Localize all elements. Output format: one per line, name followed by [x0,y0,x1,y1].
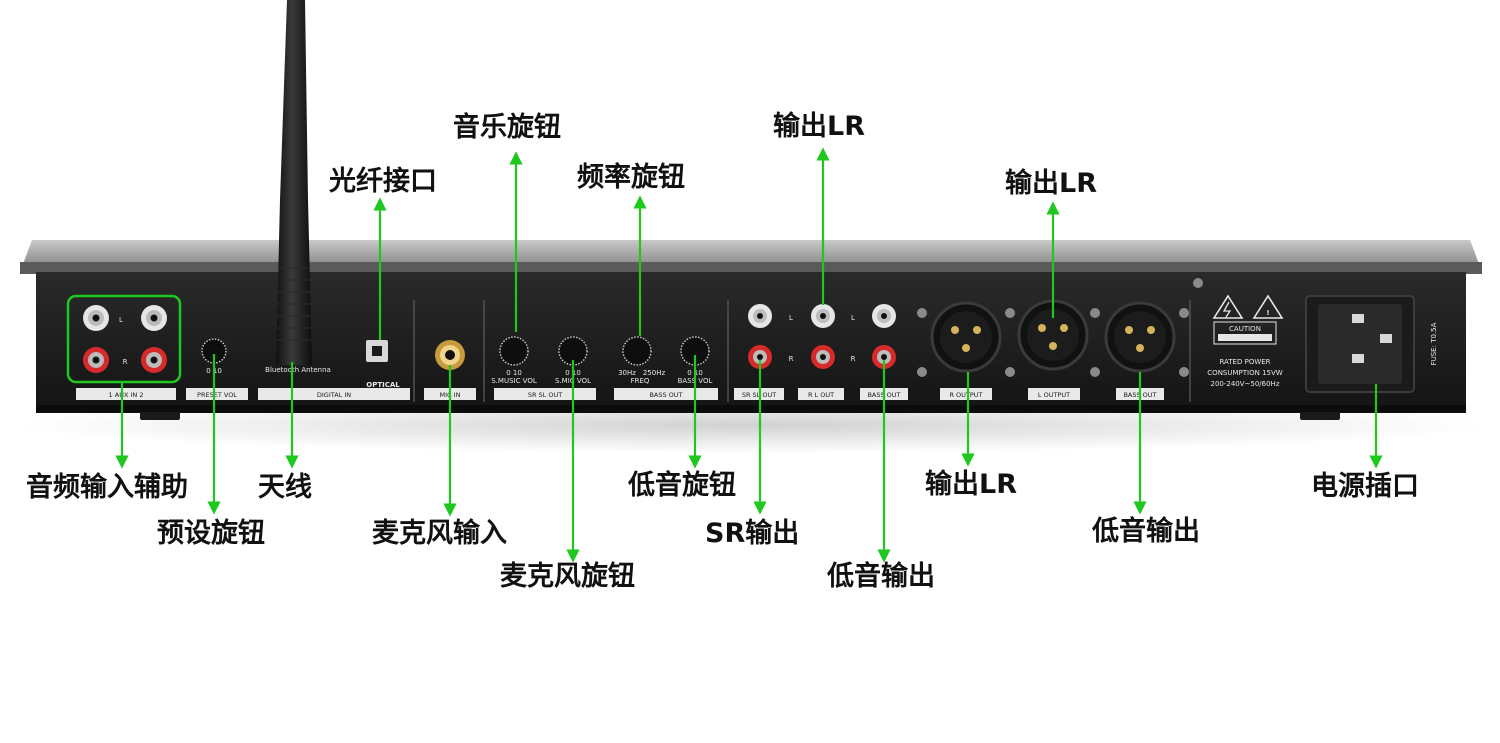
callout-bass-knob: 低音旋钮 [628,470,736,501]
preset-strip [186,388,248,400]
r-output-strip [940,388,992,400]
callout-sr-output: SR输出 [705,518,800,549]
knob-row [499,336,710,366]
fuse-label: FUSE: T0.5A [1430,322,1438,365]
power-pin-2 [1380,334,1392,343]
l-output-strip [1028,388,1080,400]
freq-label: FREQ [631,377,650,385]
panel-dividers [413,300,1191,402]
mic-in-hole [445,350,455,360]
optical-port-hole [372,346,382,356]
out-l-label-1: L [789,314,793,322]
power-socket-face [1318,304,1402,384]
callout-bass-output-rca: 低音输出 [827,561,935,592]
r-l-out-label: R L OUT [808,391,834,399]
digital-in-strip [258,388,410,400]
digital-in-label: DIGITAL IN [317,391,351,399]
caution-band [1218,334,1272,341]
r-output-label: R OUTPUT [949,391,982,399]
callout-power-socket: 电源插口 [1311,471,1419,502]
bass-out-group-strip [614,388,718,400]
rca-outputs [748,304,896,369]
aux-in-strip [76,388,176,400]
callout-arrows [115,147,1383,563]
callout-mic-input: 麦克风输入 [372,518,507,549]
callout-optical-port: 光纤接口 [329,166,437,197]
sr-sl-out-group-strip [494,388,596,400]
callout-output-lr-mid: 输出LR [1005,168,1097,199]
aux-in-jacks [83,305,167,373]
caution-box [1213,321,1277,345]
callout-mic-knob: 麦克风旋钮 [500,561,635,592]
callout-aux-in: 音频输入辅助 [26,472,188,503]
out-r-label-2: R [851,355,856,363]
callout-bass-output-xlr: 低音输出 [1092,516,1200,547]
power-pin-1 [1352,314,1364,323]
sr-sl-out-group-label: SR SL OUT [528,391,562,399]
music-knob-scale: 0 10 [506,369,522,377]
optical-label: OPTICAL [366,381,400,389]
callout-preset-knob: 预设旋钮 [157,518,265,549]
freq-scale-high: 250Hz [643,369,666,377]
xlr-outputs [917,299,1189,377]
bt-antenna-label: Bluetooth Antenna [265,366,331,374]
callout-output-lr-bottom: 输出LR [925,469,1017,500]
antenna-ribs [276,267,312,341]
callout-music-knob: 音乐旋钮 [453,112,561,143]
aux-in-label: 1 AUX IN 2 [109,391,144,399]
callout-output-lr-top: 输出LR [773,111,865,142]
freq-scale-low: 30Hz [618,369,636,377]
r-l-out-strip [798,388,844,400]
consumption-label: CONSUMPTION 15VW [1207,369,1282,377]
s-music-vol-label: S.MUSIC VOL [491,377,537,385]
power-pin-3 [1352,354,1364,363]
warning-exclaim-icon: ! [1266,309,1269,317]
bass-out-group-label: BASS OUT [649,391,682,399]
callout-freq-knob: 频率旋钮 [577,162,685,193]
freq-knob[interactable] [622,336,652,366]
foot-left [140,412,180,420]
l-output-label: L OUTPUT [1038,391,1070,399]
rated-power-label: RATED POWER [1219,358,1270,366]
out-r-label-1: R [789,355,794,363]
warning-bolt-icon [1222,301,1232,318]
antenna [276,0,312,365]
aux-in-highlight [66,294,182,384]
rear-panel-bottom [36,405,1466,413]
warning-icons [1212,294,1284,319]
voltage-label: 200-240V~50/60Hz [1210,380,1279,388]
foot-right [1300,412,1340,420]
panel-screw [1193,278,1203,288]
caution-label: CAUTION [1229,325,1261,333]
music-knob[interactable] [499,336,529,366]
out-l-label-2: L [851,314,855,322]
aux-r-label: R [123,358,128,366]
aux-l-label: L [119,316,123,324]
chassis-lip [20,262,1482,274]
preset-vol-label: PRESET VOL [197,391,237,399]
callout-antenna: 天线 [258,472,312,503]
